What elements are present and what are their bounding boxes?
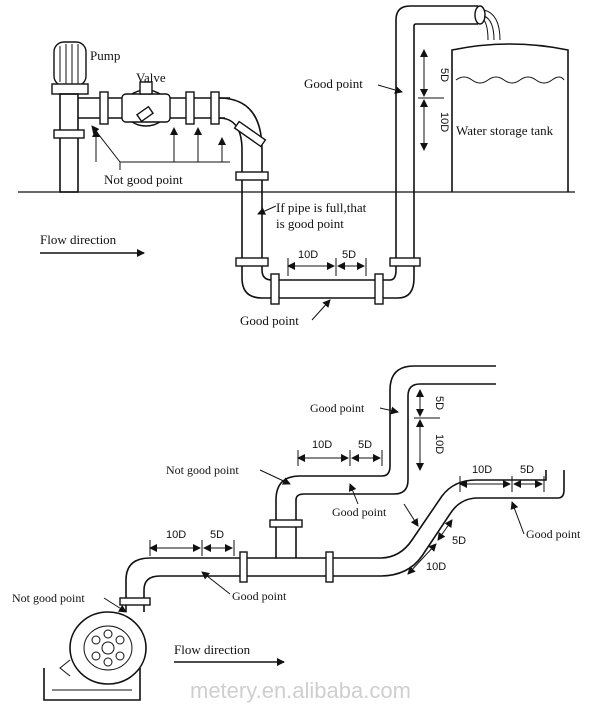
- bottom-good-point-left-label: Good point: [232, 589, 287, 603]
- bottom-dim-10d-right: 10D: [472, 464, 492, 476]
- valve-icon: [121, 81, 171, 127]
- flange: [210, 91, 220, 125]
- flange: [325, 551, 334, 583]
- bottom-dim-5d-left: 5D: [210, 529, 224, 541]
- bottom-dim-5d-diagonal: 5D: [452, 535, 466, 547]
- flange: [233, 120, 267, 148]
- bottom-dim-10d-diagonal: 10D: [426, 561, 446, 573]
- bottom-not-good-point-pump-label: Not good point: [12, 591, 85, 605]
- flange: [269, 519, 303, 528]
- bottom-dim-10d-left: 10D: [166, 529, 186, 541]
- top-dim-5d-vertical: 5D: [438, 68, 450, 82]
- bottom-dim-5d-vertical: 5D: [433, 396, 445, 410]
- top-diagram: 5D 10D 10D 5D Pump Valve Good point Wate…: [18, 5, 575, 328]
- flange: [374, 273, 384, 305]
- top-flow-direction-label: Flow direction: [40, 232, 117, 247]
- flange: [235, 171, 269, 181]
- water-storage-tank: [451, 43, 569, 192]
- flange: [185, 91, 195, 125]
- flange: [235, 257, 269, 267]
- bottom-diagram: 5D 10D 10D 5D 10D 5D 5D 10D 10D 5D Good …: [12, 365, 581, 701]
- flange: [239, 551, 248, 583]
- flange: [99, 91, 109, 125]
- not-good-point-label: Not good point: [104, 172, 183, 187]
- pipe-full-label-line2: is good point: [276, 216, 344, 231]
- flange: [270, 273, 280, 305]
- top-good-point-label: Good point: [304, 76, 363, 91]
- bottom-flow-direction-label: Flow direction: [174, 642, 251, 657]
- pump-icon: [51, 41, 89, 193]
- bottom-good-point-right-label: Good point: [526, 527, 581, 541]
- pipe-full-label-line1: If pipe is full,that: [276, 200, 367, 215]
- flange: [119, 597, 151, 606]
- bottom-dim-10d-vertical: 10D: [433, 434, 445, 454]
- flange: [389, 257, 421, 267]
- tank-label: Water storage tank: [456, 123, 554, 138]
- bottom-not-good-point-mid-label: Not good point: [166, 463, 239, 477]
- pump-label: Pump: [90, 48, 120, 63]
- bottom-good-point-top-label: Good point: [310, 401, 365, 415]
- bottom-dim-5d-mid: 5D: [358, 439, 372, 451]
- top-dim-10d-vertical: 10D: [438, 112, 450, 132]
- watermark: metery.en.alibaba.com: [190, 678, 411, 703]
- bottom-dim-5d-right: 5D: [520, 464, 534, 476]
- valve-label: Valve: [136, 70, 166, 85]
- top-dim-10d-horizontal: 10D: [298, 249, 318, 261]
- top-dim-5d-horizontal: 5D: [342, 249, 356, 261]
- top-good-point-bottom-label: Good point: [240, 313, 299, 328]
- bottom-good-point-mid-label: Good point: [332, 505, 387, 519]
- centrifugal-pump-icon: [43, 611, 147, 701]
- bottom-dim-10d-mid: 10D: [312, 439, 332, 451]
